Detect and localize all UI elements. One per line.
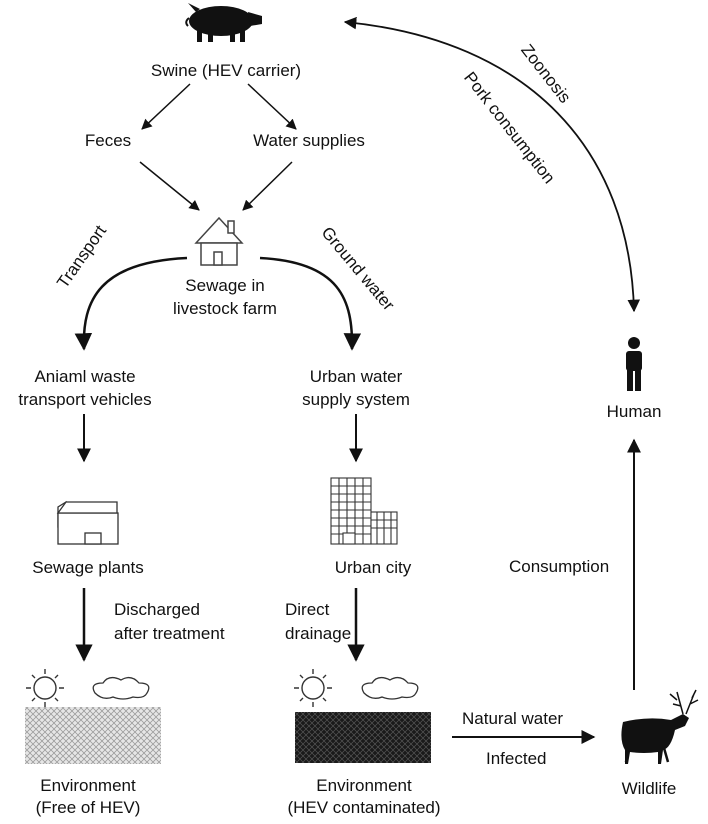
node-animal-waste-line1: Aniaml waste <box>34 367 136 386</box>
node-animal-waste-line2: transport vehicles <box>18 390 152 409</box>
node-env-contam-line1: Environment <box>316 776 412 795</box>
node-human: Human <box>606 402 662 421</box>
arrow-transport <box>74 256 188 351</box>
water-icon <box>25 707 161 764</box>
edge-label-infected: Infected <box>486 749 547 768</box>
edge-label-discharged-line1: Discharged <box>114 600 200 619</box>
cloud-icon <box>361 676 419 700</box>
node-swine: Swine (HEV carrier) <box>150 61 302 80</box>
arrow-feces-sewage <box>139 161 200 211</box>
node-sewage-plants: Sewage plants <box>32 558 144 577</box>
edge-label-natural-water: Natural water <box>462 709 564 728</box>
building-icon <box>56 500 119 545</box>
city-icon <box>330 477 398 545</box>
water-icon <box>295 712 431 763</box>
reindeer-icon <box>621 689 699 764</box>
node-urban-water-line2: supply system <box>302 390 410 409</box>
sun-icon <box>26 669 64 707</box>
node-sewage-line1: Sewage in <box>185 276 265 295</box>
cloud-icon <box>92 676 150 700</box>
node-env-contam-line2: (HEV contaminated) <box>287 798 441 817</box>
node-water-supplies: Water supplies <box>253 131 365 150</box>
sun-icon <box>294 669 332 707</box>
node-urban-city: Urban city <box>334 558 412 577</box>
node-urban-water-line1: Urban water <box>309 367 403 386</box>
arrow-water-sewage <box>242 161 293 211</box>
node-feces: Feces <box>84 131 132 150</box>
arrow-swine-feces <box>141 83 191 130</box>
edge-label-consumption: Consumption <box>509 557 610 576</box>
node-env-free-line2: (Free of HEV) <box>35 798 141 817</box>
arrow-zoonosis <box>343 16 641 313</box>
arrow-ground-water <box>259 256 362 351</box>
node-env-free-line1: Environment <box>40 776 136 795</box>
pig-icon <box>185 3 262 42</box>
arrow-swine-water <box>247 83 297 130</box>
node-wildlife: Wildlife <box>621 779 677 798</box>
edge-label-direct-line1: Direct <box>285 600 330 619</box>
edge-label-direct-line2: drainage <box>285 624 352 643</box>
house-icon <box>194 216 244 266</box>
edge-label-discharged-line2: after treatment <box>114 624 225 643</box>
human-icon <box>626 337 642 391</box>
node-sewage-line2: livestock farm <box>173 299 277 318</box>
